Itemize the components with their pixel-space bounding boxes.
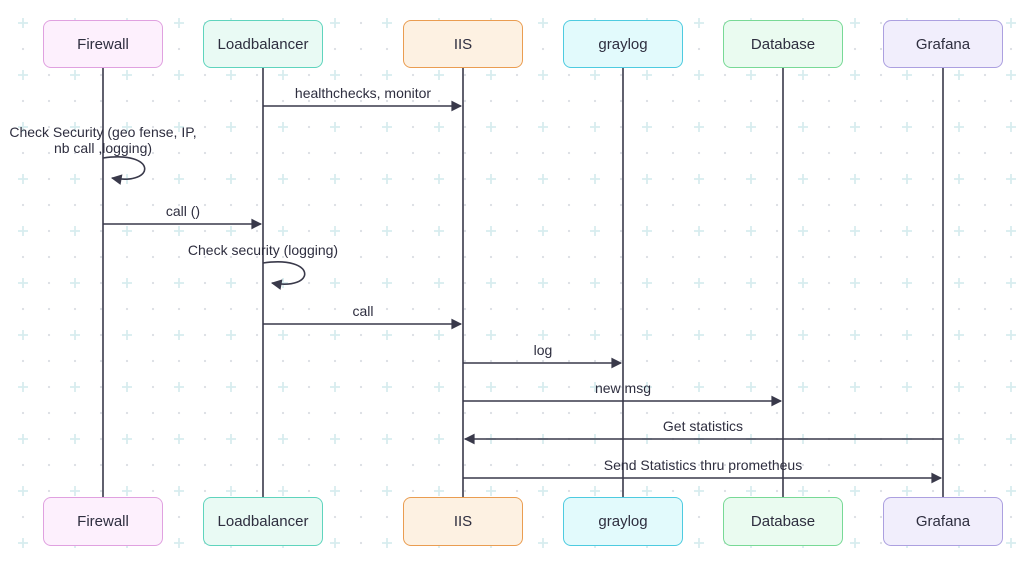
actor-label: IIS: [453, 35, 473, 53]
actor-label: Grafana: [915, 513, 971, 530]
actor-label: Grafana: [915, 35, 971, 53]
actor-label: IIS: [453, 513, 473, 530]
actor-box-grafana-bottom: Grafana: [883, 497, 1003, 546]
actor-box-database-bottom: Database: [723, 497, 843, 546]
message-label: new msg: [594, 380, 652, 396]
message-label: Get statistics: [662, 418, 744, 434]
actor-box-firewall-bottom: Firewall: [43, 497, 163, 546]
message-label: log: [533, 342, 553, 358]
actor-label: Firewall: [77, 35, 129, 53]
actor-box-iis-bottom: IIS: [403, 497, 523, 546]
message-label-line: Check Security (geo fense, IP,: [9, 124, 197, 140]
actor-box-graylog-bottom: graylog: [563, 497, 683, 546]
message-label: Check Security (geo fense, IP,nb call ,l…: [0, 124, 303, 156]
message-label: call: [352, 303, 374, 319]
actor-label: graylog: [598, 513, 648, 530]
message-label: Check security (logging): [63, 242, 463, 258]
actor-label: Database: [750, 513, 816, 530]
actor-label: Database: [750, 35, 816, 53]
actor-box-database-top: Database: [723, 20, 843, 68]
actor-label: Firewall: [77, 513, 129, 530]
actor-label: graylog: [598, 35, 648, 53]
actor-box-graylog-top: graylog: [563, 20, 683, 68]
actor-label: Loadbalancer: [217, 513, 309, 530]
self-message-arrow: [262, 261, 306, 290]
actor-box-iis-top: IIS: [403, 20, 523, 68]
actor-box-loadbalancer-bottom: Loadbalancer: [203, 497, 323, 546]
message-label: Send Statistics thru prometheus: [603, 457, 803, 473]
message-label-line: Check security (logging): [187, 242, 339, 258]
self-message-arrow: [102, 156, 146, 185]
actor-box-loadbalancer-top: Loadbalancer: [203, 20, 323, 68]
message-label-line: nb call ,logging): [53, 140, 153, 156]
actor-label: Loadbalancer: [217, 35, 309, 53]
actor-box-firewall-top: Firewall: [43, 20, 163, 68]
actor-box-grafana-top: Grafana: [883, 20, 1003, 68]
message-label: call (): [165, 203, 201, 219]
message-label: healthchecks, monitor: [294, 85, 432, 101]
